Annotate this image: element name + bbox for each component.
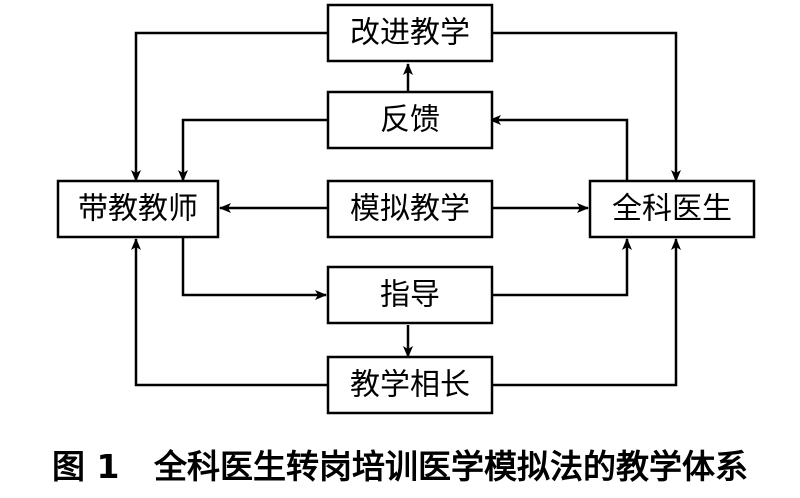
node-mutual-growth-label: 教学相长 xyxy=(350,368,470,403)
node-mutual-growth: 教学相长 xyxy=(326,355,494,415)
edge-improve-to-gp xyxy=(492,31,681,182)
node-guidance: 指导 xyxy=(326,265,494,325)
node-improve-teaching: 改进教学 xyxy=(326,3,494,63)
node-simulated-teaching-label: 模拟教学 xyxy=(350,192,470,227)
figure-caption: 图 1 全科医生转岗培训医学模拟法的教学体系 xyxy=(52,447,748,486)
node-improve-teaching-label: 改进教学 xyxy=(350,16,470,51)
edge-gp-to-feedback xyxy=(489,115,629,181)
node-feedback-label: 反馈 xyxy=(380,103,440,138)
edge-teacher-to-guidance xyxy=(181,237,327,300)
edge-growth-to-gp xyxy=(492,238,681,387)
edges xyxy=(131,31,681,387)
edge-guidance-to-gp xyxy=(492,238,632,297)
edge-growth-to-teacher xyxy=(131,238,328,387)
node-guidance-label: 指导 xyxy=(380,278,440,313)
node-supervising-teacher: 带教教师 xyxy=(56,179,220,239)
node-supervising-teacher-label: 带教教师 xyxy=(78,192,198,227)
node-general-practitioner: 全科医生 xyxy=(588,179,756,239)
edge-feedback-to-teacher xyxy=(178,118,328,182)
node-feedback: 反馈 xyxy=(326,90,494,150)
node-simulated-teaching: 模拟教学 xyxy=(326,179,494,239)
node-general-practitioner-label: 全科医生 xyxy=(612,192,732,227)
teaching-system-diagram: 改进教学 反馈 带教教师 模拟教学 全科医生 指导 教学相长 xyxy=(56,3,756,415)
edge-improve-to-teacher xyxy=(131,31,328,182)
